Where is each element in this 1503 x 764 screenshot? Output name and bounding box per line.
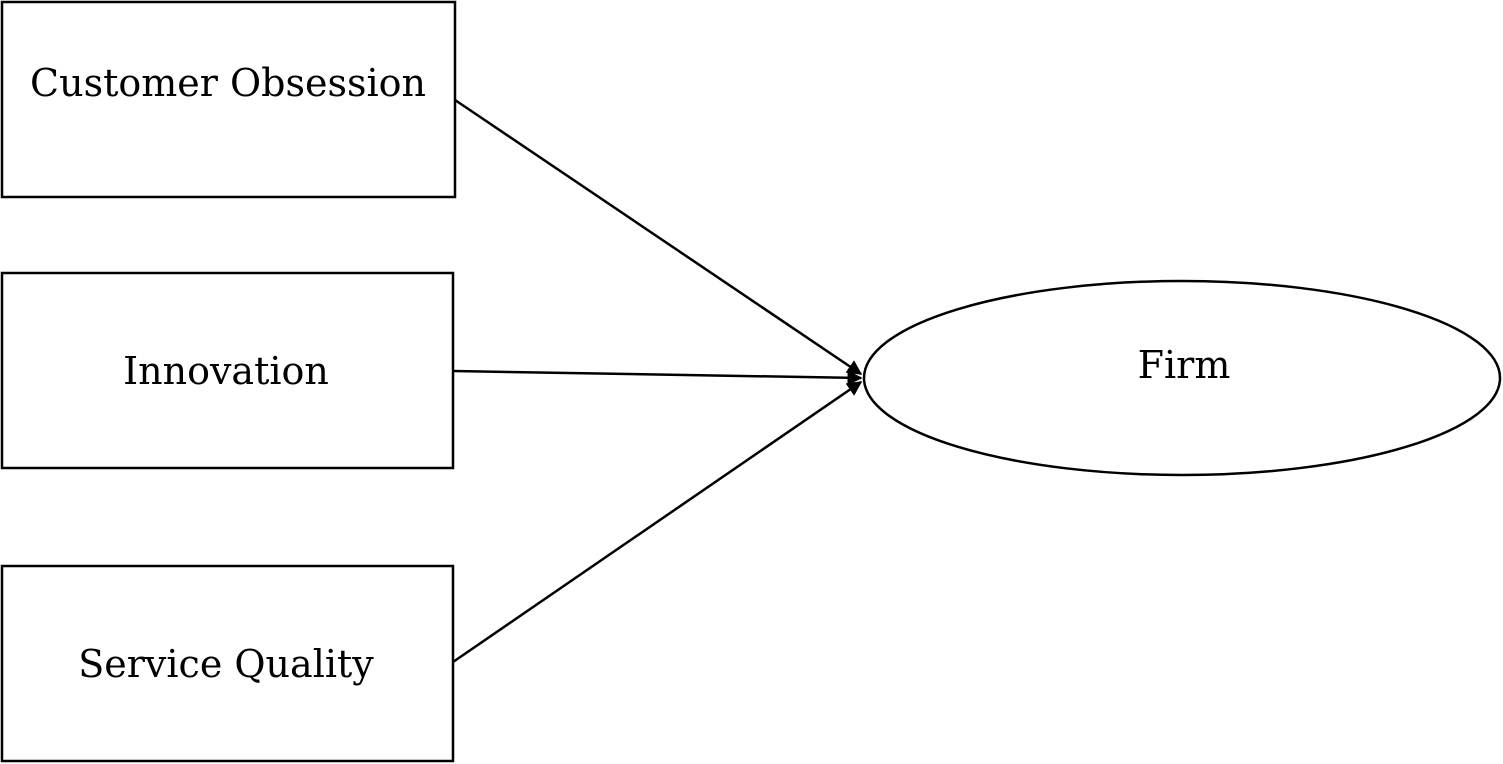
firm-label: Firm [1138,343,1231,387]
firm-ellipse [862,279,1502,477]
node-customer-obsession: Customer Obsession [0,0,457,199]
customer-obsession-box [0,0,457,199]
node-service-quality: Service Quality [0,564,455,763]
service-quality-box [0,564,455,763]
innovation-label: Innovation [123,349,329,393]
edge-customer-obsession-to-firm [454,98,863,376]
node-innovation: Innovation [0,271,455,470]
customer-obsession-label: Customer Obsession [30,61,426,105]
node-firm: Firm [862,279,1502,477]
edge-service-quality-to-firm [452,380,863,664]
edge-innovation-to-firm [452,369,863,386]
innovation-box [0,271,455,470]
service-quality-label: Service Quality [78,642,374,686]
